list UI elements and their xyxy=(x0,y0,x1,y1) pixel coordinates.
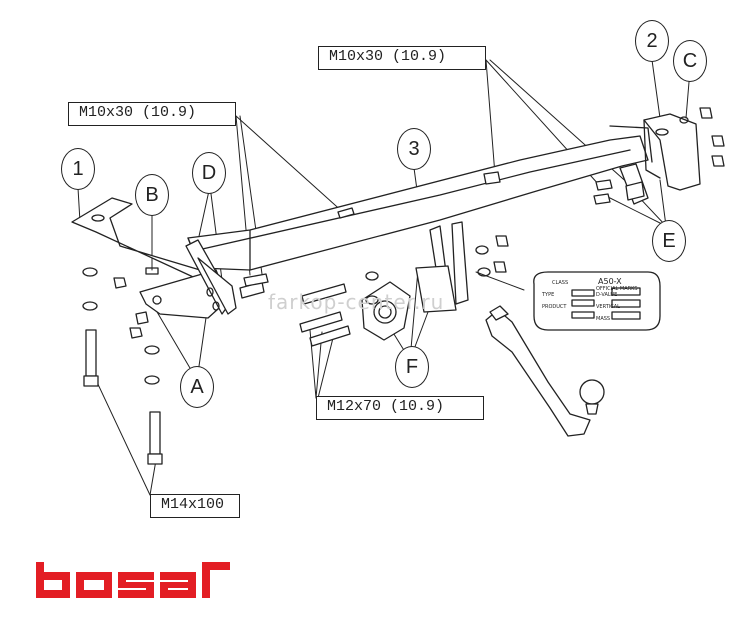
label-m12: M12x70 (10.9) xyxy=(316,396,484,420)
crossbar xyxy=(187,125,653,271)
m12-bolts xyxy=(299,283,351,347)
callout-part-1: 1 xyxy=(61,148,95,190)
callout-point-d: D xyxy=(192,152,226,194)
center-plates xyxy=(415,221,469,313)
callout-part-2: 2 xyxy=(635,20,669,62)
plate-class: CLASS xyxy=(552,280,568,286)
m10-bolts-left xyxy=(239,207,355,299)
rating-plate xyxy=(533,271,661,331)
left-bracket xyxy=(71,197,237,319)
label-m14: M14x100 xyxy=(150,494,240,518)
m14-bolts xyxy=(83,329,163,465)
leader-lines xyxy=(77,59,691,496)
plate-mass: MASS xyxy=(596,316,610,322)
label-m10-left: M10x30 (10.9) xyxy=(68,102,236,126)
plate-class-value: A50-X xyxy=(598,277,622,286)
plate-approval: OFFICIAL MARKS xyxy=(596,286,638,292)
nuts-and-washers xyxy=(82,107,725,385)
callout-part-3: 3 xyxy=(397,128,431,170)
plate-vertical: VERTICAL xyxy=(596,304,620,310)
m10-bolts-right xyxy=(483,171,645,205)
callout-point-c: C xyxy=(673,40,707,82)
plate-d-value: D-VALUE xyxy=(596,292,617,298)
plate-product: PRODUCT xyxy=(542,304,567,310)
watermark: farkop-center.ru xyxy=(268,290,445,314)
callout-point-b: B xyxy=(135,174,169,216)
callout-point-f: F xyxy=(395,346,429,388)
tow-ball-neck xyxy=(485,305,605,437)
callout-point-a: A xyxy=(180,366,214,408)
label-m10-top: M10x30 (10.9) xyxy=(318,46,486,70)
plate-type: TYPE xyxy=(541,292,554,298)
callout-point-e: E xyxy=(652,220,686,262)
bosal-logo: bosal xyxy=(36,562,230,598)
